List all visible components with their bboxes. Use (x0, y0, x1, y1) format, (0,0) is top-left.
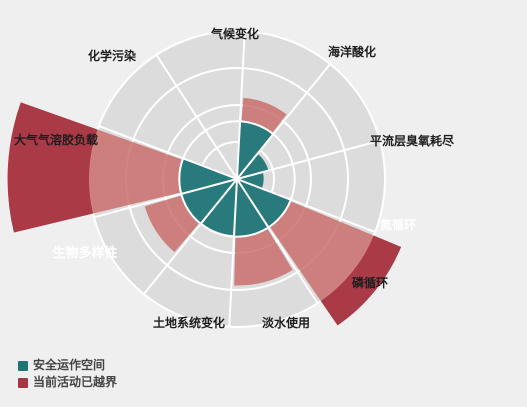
legend: 安全运作空间 当前活动已越界 (18, 357, 117, 391)
category-label: 磷循环 (352, 275, 388, 290)
legend-label-overshoot: 当前活动已越界 (33, 375, 118, 389)
legend-swatch-overshoot (18, 377, 28, 388)
grid-spoke (143, 178, 238, 295)
category-label: 海洋酸化 (328, 44, 376, 59)
grid-spoke (228, 178, 238, 327)
legend-label-safe: 安全运作空间 (33, 358, 106, 372)
safe-wedge (234, 179, 268, 237)
grid-spokes (93, 31, 381, 327)
overshoot-edge (7, 102, 98, 233)
category-label: 氮循环 (380, 217, 416, 232)
overshoot-wedge (144, 195, 200, 253)
legend-item-overshoot: 当前活动已越界 (18, 374, 117, 391)
safe-wedge (237, 121, 273, 179)
safe-operating-space (178, 120, 296, 238)
legend-swatch-safe (18, 360, 28, 371)
grid-spoke (236, 178, 319, 304)
category-label: 淡水使用 (262, 315, 310, 330)
grid-spoke (236, 31, 246, 180)
category-label: 气候变化 (210, 26, 259, 41)
grid-spoke (236, 178, 376, 233)
category-label: 大气气溶胶负载 (14, 132, 98, 147)
safe-wedge (179, 159, 237, 193)
safe-boundary (178, 120, 296, 238)
safe-wedge (237, 172, 264, 189)
grid-spoke (98, 125, 238, 180)
safe-wedge (237, 154, 269, 179)
grid-spoke (236, 63, 331, 180)
overshoot-wedge (241, 97, 287, 134)
category-label: 平流层臭氧耗尽 (370, 133, 455, 148)
grid-spoke (93, 178, 238, 219)
category-label: 化学污染 (88, 48, 137, 63)
overshoot-edge (320, 235, 402, 326)
category-label: 土地系统变化 (153, 315, 225, 330)
sector-wedges (7, 97, 402, 326)
safe-wedge (237, 179, 291, 227)
safe-wedge (181, 179, 237, 224)
grid-spoke (155, 54, 238, 180)
safe-wedge (202, 179, 237, 236)
category-label: 生物多样性 (52, 245, 117, 261)
overshoot-wedge (234, 228, 293, 286)
legend-item-safe: 安全运作空间 (18, 357, 117, 374)
grid-spoke (236, 139, 381, 180)
